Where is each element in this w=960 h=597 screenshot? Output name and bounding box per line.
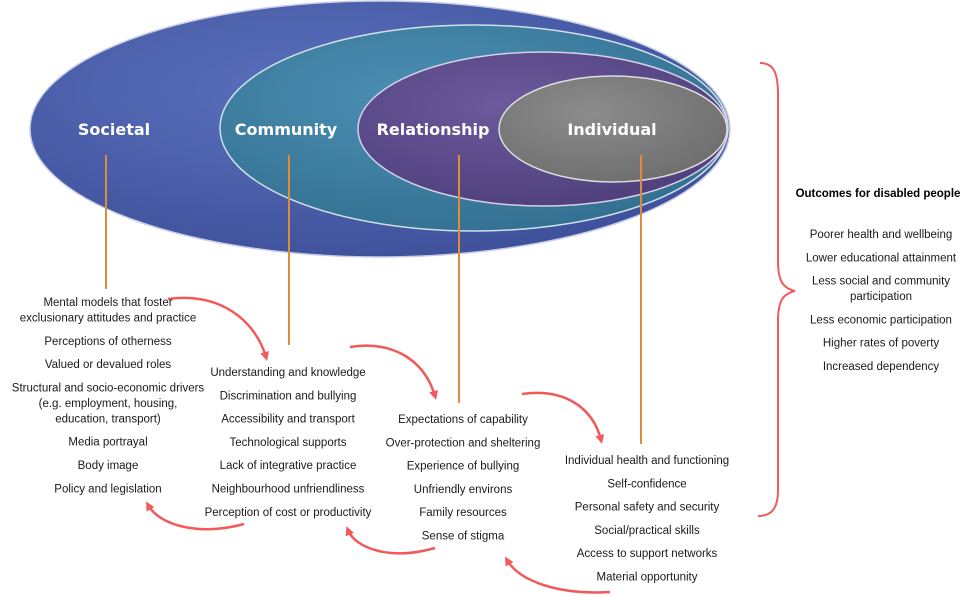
outcome-item: Higher rates of poverty [823, 338, 940, 350]
relationship-factor-item: Experience of bullying [407, 461, 520, 473]
flow-arrow-societal-to-community [167, 296, 269, 361]
individual-factor-item: Social/practical skills [594, 525, 700, 537]
outcome-item-line: Less social and community [812, 276, 950, 288]
societal-factor-item-line: Valued or devalued roles [45, 359, 172, 371]
outcome-item: Increased dependency [823, 361, 940, 373]
individual-factor-item: Personal safety and security [575, 502, 720, 514]
individual-factor-item-line: Access to support networks [577, 548, 718, 560]
community-factor-item-line: Understanding and knowledge [210, 367, 365, 379]
community-factor-item-line: Perception of cost or productivity [205, 507, 372, 519]
outcomes-brace [757, 62, 796, 517]
community-factor-item-line: Neighbourhood unfriendliness [212, 484, 365, 496]
individual-factor-item-line: Individual health and functioning [565, 455, 729, 467]
flow-arrow-relationship-to-individual [521, 391, 605, 444]
community-factor-item: Technological supports [230, 437, 347, 449]
layer-label-relationship: Relationship [377, 120, 490, 139]
outcome-item: Poorer health and wellbeing [810, 229, 953, 241]
relationship-factor-item-line: Over-protection and sheltering [386, 437, 541, 449]
individual-factor-item: Self-confidence [607, 478, 686, 490]
factor-list-societal: Mental models that foster exclusionary at… [12, 297, 205, 495]
community-factor-item: Discrimination and bullying [220, 390, 357, 402]
relationship-factor-item: Family resources [419, 507, 507, 519]
outcome-item-line: Higher rates of poverty [823, 338, 940, 350]
layer-label-societal: Societal [78, 120, 150, 139]
outcomes-title: Outcomes for disabled people [796, 188, 960, 200]
community-factor-item: Accessibility and transport [221, 414, 355, 426]
outcome-item-line: Lower educational attainment [806, 252, 957, 264]
societal-factor-item-line: Perceptions of otherness [44, 336, 171, 348]
flow-arrow-community-to-societal [146, 501, 245, 531]
community-factor-item: Perception of cost or productivity [205, 507, 372, 519]
community-factor-item-line: Technological supports [230, 437, 347, 449]
societal-factor-item-line: education, transport) [55, 413, 161, 425]
relationship-factor-item: Unfriendly environs [414, 484, 513, 496]
factor-list-individual: Individual health and functioningSelf-co… [565, 455, 729, 584]
societal-factor-item-line: (e.g. employment, housing, [39, 398, 178, 410]
relationship-factor-item-line: Unfriendly environs [414, 484, 513, 496]
relationship-factor-item: Over-protection and sheltering [386, 437, 541, 449]
individual-factor-item: Access to support networks [577, 548, 718, 560]
outcome-item-line: Less economic participation [810, 314, 952, 326]
individual-factor-item: Material opportunity [597, 572, 698, 584]
relationship-factor-item-line: Family resources [419, 507, 507, 519]
relationship-factor-item-line: Experience of bullying [407, 461, 520, 473]
community-factor-item: Lack of integrative practice [220, 460, 357, 472]
societal-factor-item: Policy and legislation [54, 483, 161, 495]
outcome-item-line: Increased dependency [823, 361, 940, 373]
layer-label-individual: Individual [567, 120, 656, 139]
societal-factor-item: Media portrayal [68, 437, 147, 449]
individual-factor-item-line: Material opportunity [597, 572, 698, 584]
individual-ellipse [498, 75, 728, 183]
community-factor-item-line: Lack of integrative practice [220, 460, 357, 472]
societal-factor-item: Structural and socio-economic drivers (e.… [12, 382, 205, 425]
community-factor-item: Neighbourhood unfriendliness [212, 484, 365, 496]
societal-factor-item: Mental models that foster exclusionary at… [20, 297, 196, 325]
relationship-factor-item: Expectations of capability [398, 414, 528, 426]
factor-list-relationship: Expectations of capabilityOver-protectio… [386, 414, 541, 543]
societal-factor-item: Valued or devalued roles [45, 359, 172, 371]
individual-factor-item: Individual health and functioning [565, 455, 729, 467]
outcome-item: Lower educational attainment [806, 252, 957, 264]
community-factor-item-line: Accessibility and transport [221, 414, 355, 426]
flow-arrow-individual-to-relationship [504, 556, 611, 594]
societal-factor-item: Perceptions of otherness [44, 336, 171, 348]
societal-factor-item-line: exclusionary attitudes and practice [20, 313, 196, 325]
societal-factor-item-line: Policy and legislation [54, 483, 161, 495]
societal-factor-item-line: Body image [78, 460, 139, 472]
outcome-item-line: participation [850, 291, 912, 303]
relationship-factor-item-line: Expectations of capability [398, 414, 528, 426]
relationship-factor-item-line: Sense of stigma [422, 531, 505, 543]
flow-arrow-relationship-to-community [345, 526, 436, 555]
relationship-factor-item: Sense of stigma [422, 531, 505, 543]
factor-list-community: Understanding and knowledgeDiscriminatio… [205, 367, 372, 519]
individual-factor-item-line: Personal safety and security [575, 502, 720, 514]
individual-factor-item-line: Social/practical skills [594, 525, 700, 537]
societal-factor-item: Body image [78, 460, 139, 472]
community-factor-item: Understanding and knowledge [210, 367, 365, 379]
community-factor-item-line: Discrimination and bullying [220, 390, 357, 402]
societal-factor-item-line: Mental models that foster [43, 297, 172, 309]
societal-factor-item-line: Structural and socio-economic drivers [12, 382, 205, 394]
outcome-item: Less economic participation [810, 314, 952, 326]
individual-factor-item-line: Self-confidence [607, 478, 686, 490]
flow-arrow-community-to-relationship [349, 344, 438, 400]
layer-label-community: Community [235, 120, 338, 139]
outcome-item: Less social and community participation [812, 276, 950, 304]
societal-factor-item-line: Media portrayal [68, 437, 147, 449]
outcome-item-line: Poorer health and wellbeing [810, 229, 953, 241]
